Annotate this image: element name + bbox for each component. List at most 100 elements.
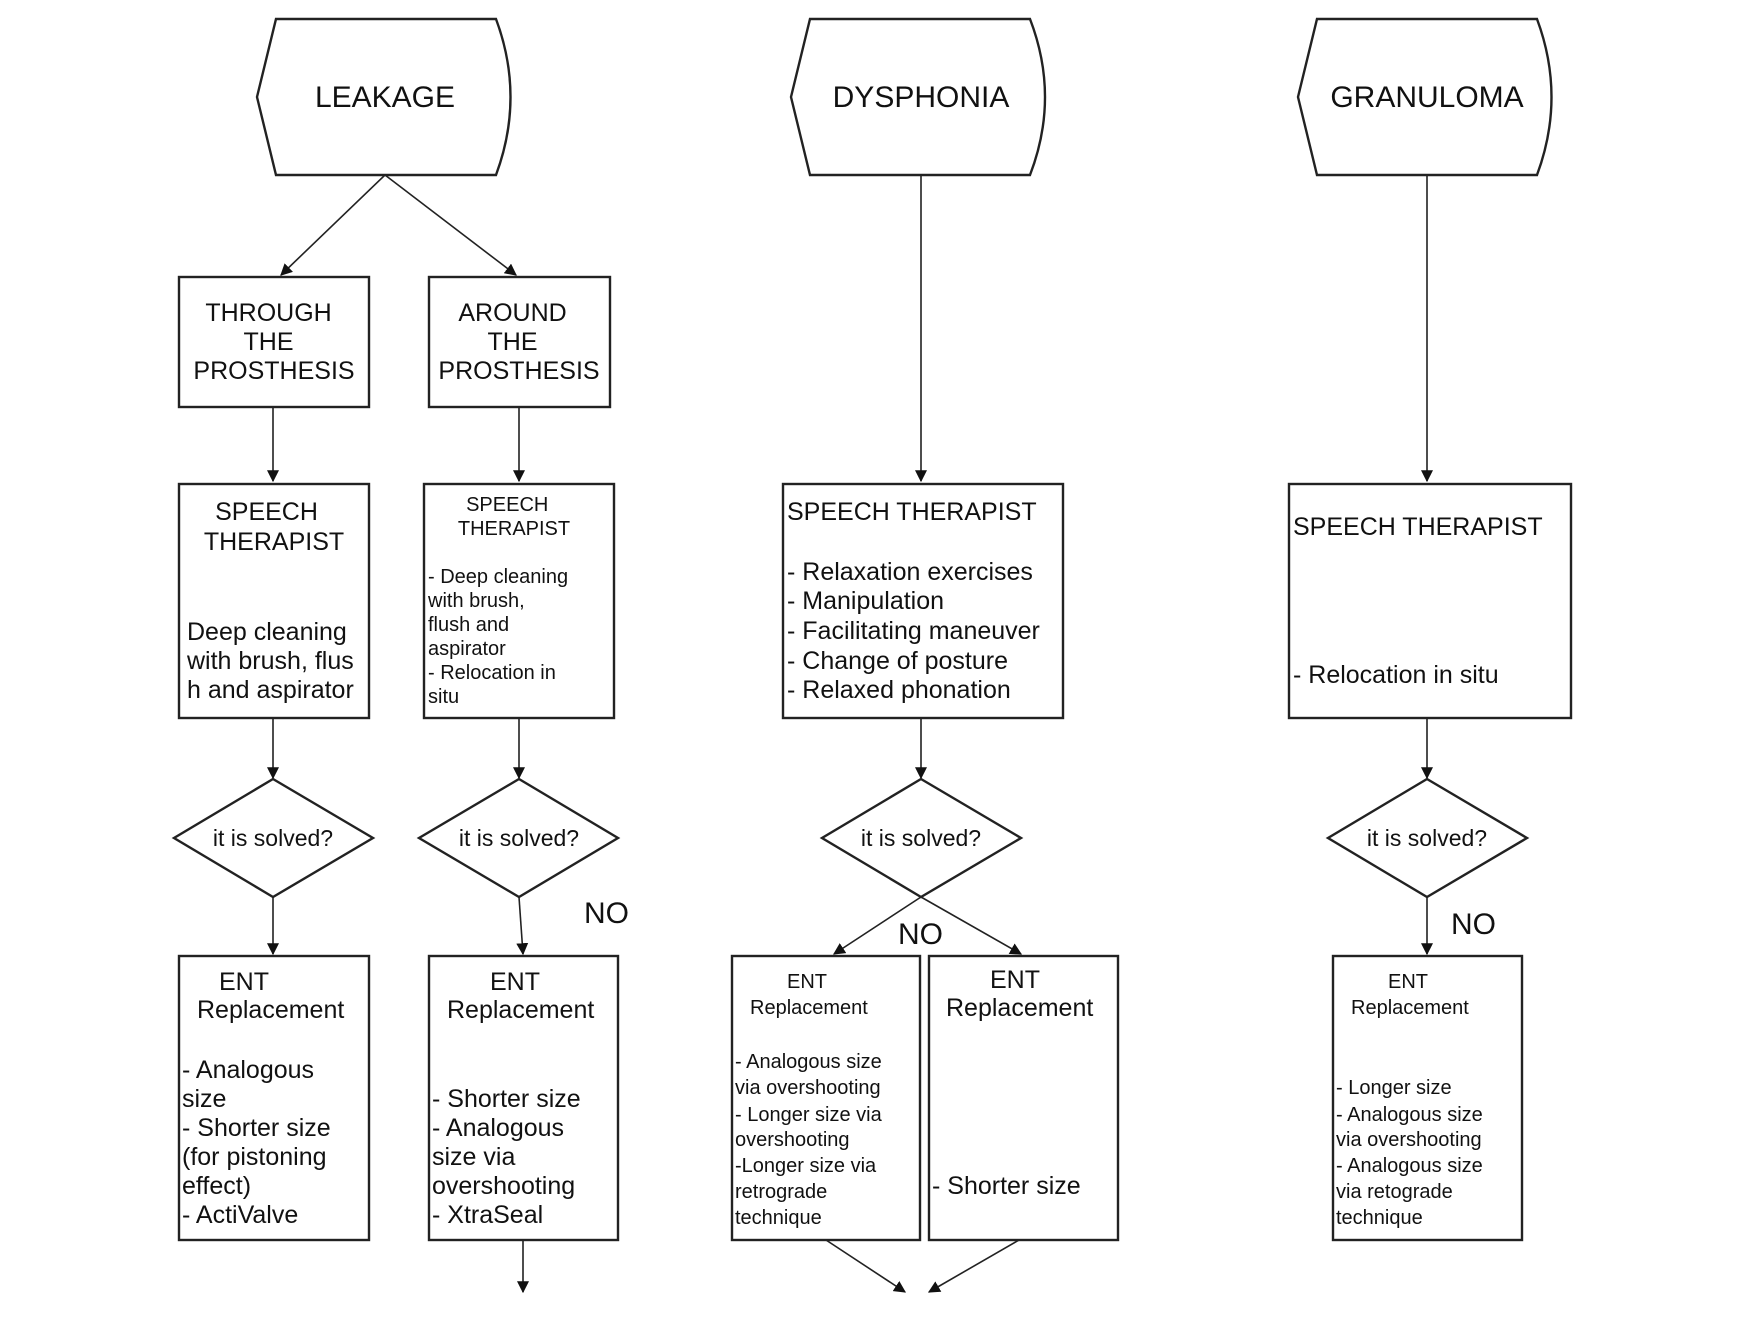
around-line-2: THE: [488, 328, 538, 356]
speech-therapist-box-around: SPEECH THERAPIST - Deep cleaning with br…: [422, 482, 616, 720]
ent-box-around: ENT Replacement - Shorter size - Analogo…: [427, 954, 620, 1242]
ent-dysphonia-b-title: ENT Replacement: [946, 966, 1093, 1022]
ent-around-title-1: ENT: [490, 968, 540, 996]
therapist-around-title-2: THERAPIST: [458, 518, 570, 540]
ent-granuloma-item-3: via overshooting: [1336, 1129, 1482, 1151]
ent-dysphonia-a-title-1: ENT: [787, 971, 827, 993]
around-box-text: AROUND THE PROSTHESIS: [438, 299, 599, 385]
ent-box-through: ENT Replacement - Analogous size - Short…: [177, 954, 371, 1242]
no-label-granuloma: NO: [1451, 908, 1496, 941]
ent-around-title-2: Replacement: [447, 996, 594, 1024]
ent-around-item-3: size via: [432, 1143, 515, 1171]
start-label-dysphonia: DYSPHONIA: [833, 81, 1010, 114]
start-node-granuloma: GRANULOMA: [1296, 17, 1553, 177]
therapist-through-items: Deep cleaning with brush, flus h and asp…: [186, 618, 361, 704]
through-box-text: THROUGH THE PROSTHESIS: [193, 299, 354, 385]
ent-dysphonia-a-item-7: technique: [735, 1207, 822, 1229]
therapist-through-item-1: Deep cleaning: [187, 618, 347, 646]
ent-dysphonia-a-item-6: retrograde: [735, 1181, 827, 1203]
ent-dysphonia-a-item-3: - Longer size via: [735, 1104, 883, 1126]
ent-through-title-2: Replacement: [197, 996, 344, 1024]
therapist-granuloma-item-1: - Relocation in situ: [1293, 661, 1499, 689]
ent-around-items: - Shorter size - Analogous size via over…: [432, 1085, 588, 1229]
ent-through-item-3: - Shorter size: [182, 1114, 331, 1142]
decision-dysphonia-label: it is solved?: [861, 825, 981, 851]
ent-dysphonia-a-title-2: Replacement: [750, 997, 868, 1019]
therapist-around-item-5: - Relocation in: [428, 662, 556, 684]
therapist-granuloma-title: SPEECH THERAPIST: [1293, 513, 1543, 541]
ent-granuloma-items: - Longer size - Analogous size via overs…: [1336, 1077, 1488, 1229]
ent-granuloma-item-6: technique: [1336, 1207, 1423, 1229]
decision-granuloma-label: it is solved?: [1367, 825, 1487, 851]
ent-through-item-1: - Analogous: [182, 1056, 314, 1084]
speech-therapist-box-dysphonia: SPEECH THERAPIST - Relaxation exercises …: [781, 482, 1065, 720]
ent-through-items: - Analogous size - Shorter size (for pis…: [182, 1056, 338, 1229]
around-line-1: AROUND: [458, 299, 566, 327]
therapist-dysphonia-items: - Relaxation exercises - Manipulation - …: [787, 558, 1047, 704]
edge-dysphonia-decision-to-ent-a: [832, 896, 922, 955]
ent-around-item-4: overshooting: [432, 1172, 575, 1200]
edge-around-decision-to-ent: [516, 896, 529, 956]
ent-through-item-5: effect): [182, 1172, 251, 1200]
decision-around: it is solved?: [416, 777, 621, 899]
ent-dysphonia-a-item-4: overshooting: [735, 1129, 850, 1151]
ent-dysphonia-a-title: ENT Replacement: [750, 971, 868, 1019]
ent-dysphonia-b-item-1: - Shorter size: [932, 1172, 1081, 1200]
around-line-3: PROSTHESIS: [438, 357, 599, 385]
therapist-around-item-3: flush and: [428, 614, 509, 636]
therapist-through-title-2: THERAPIST: [204, 528, 344, 556]
ent-box-granuloma: ENT Replacement - Longer size - Analogou…: [1331, 954, 1524, 1242]
speech-therapist-box-through: SPEECH THERAPIST Deep cleaning with brus…: [177, 482, 371, 720]
edge-leakage-to-through: [280, 174, 386, 276]
through-line-3: PROSTHESIS: [193, 357, 354, 385]
process-box-around-prosthesis: AROUND THE PROSTHESIS: [427, 275, 612, 409]
ent-dysphonia-a-item-1: - Analogous size: [735, 1051, 882, 1073]
edge-dysphonia-ent-a-merge: [825, 1239, 907, 1293]
edge-leakage-to-around: [384, 174, 517, 276]
therapist-dysphonia-title: SPEECH THERAPIST: [787, 498, 1037, 526]
ent-through-title: ENT Replacement: [197, 968, 344, 1024]
decision-around-label: it is solved?: [459, 825, 579, 851]
ent-around-title: ENT Replacement: [447, 968, 594, 1024]
ent-dysphonia-a-item-5: -Longer size via: [735, 1155, 877, 1177]
therapist-dysphonia-item-4: - Change of posture: [787, 647, 1008, 675]
decision-dysphonia: it is solved?: [819, 777, 1024, 899]
therapist-around-title: SPEECH THERAPIST: [458, 494, 570, 540]
process-box-through-prosthesis: THROUGH THE PROSTHESIS: [177, 275, 371, 409]
ent-around-item-5: - XtraSeal: [432, 1201, 543, 1229]
ent-granuloma-item-5: via retograde: [1336, 1181, 1453, 1203]
therapist-through-title-1: SPEECH: [215, 498, 318, 526]
therapist-around-title-1: SPEECH: [466, 494, 548, 516]
therapist-around-item-6: situ: [428, 686, 459, 708]
through-line-2: THE: [244, 328, 294, 356]
ent-through-title-1: ENT: [219, 968, 269, 996]
ent-box-dysphonia-b: ENT Replacement - Shorter size: [927, 954, 1120, 1242]
therapist-through-title: SPEECH THERAPIST: [204, 498, 344, 556]
start-label-granuloma: GRANULOMA: [1330, 81, 1523, 114]
ent-through-item-4: (for pistoning: [182, 1143, 327, 1171]
therapist-through-item-3: h and aspirator: [187, 676, 354, 704]
ent-around-item-1: - Shorter size: [432, 1085, 581, 1113]
ent-granuloma-item-1: - Longer size: [1336, 1077, 1452, 1099]
start-node-dysphonia: DYSPHONIA: [789, 17, 1047, 177]
ent-through-item-2: size: [182, 1085, 226, 1113]
ent-dysphonia-a-items: - Analogous size via overshooting - Long…: [735, 1051, 887, 1229]
speech-therapist-box-granuloma: SPEECH THERAPIST - Relocation in situ: [1287, 482, 1573, 720]
therapist-around-item-2: with brush,: [427, 590, 525, 612]
no-label-around: NO: [584, 897, 629, 930]
ent-dysphonia-a-item-2: via overshooting: [735, 1077, 881, 1099]
through-line-1: THROUGH: [205, 299, 331, 327]
ent-granuloma-title-1: ENT: [1388, 971, 1428, 993]
ent-granuloma-title-2: Replacement: [1351, 997, 1469, 1019]
therapist-dysphonia-item-2: - Manipulation: [787, 587, 944, 615]
ent-granuloma-item-2: - Analogous size: [1336, 1104, 1483, 1126]
start-node-leakage: LEAKAGE: [255, 17, 512, 177]
therapist-around-items: - Deep cleaning with brush, flush and as…: [427, 566, 574, 708]
therapist-around-item-4: aspirator: [428, 638, 506, 660]
decision-through-label: it is solved?: [213, 825, 333, 851]
decision-granuloma: it is solved?: [1325, 777, 1530, 899]
therapist-dysphonia-item-3: - Facilitating maneuver: [787, 617, 1040, 645]
ent-dysphonia-b-title-1: ENT: [990, 966, 1040, 994]
ent-box-dysphonia-a: ENT Replacement - Analogous size via ove…: [730, 954, 922, 1242]
